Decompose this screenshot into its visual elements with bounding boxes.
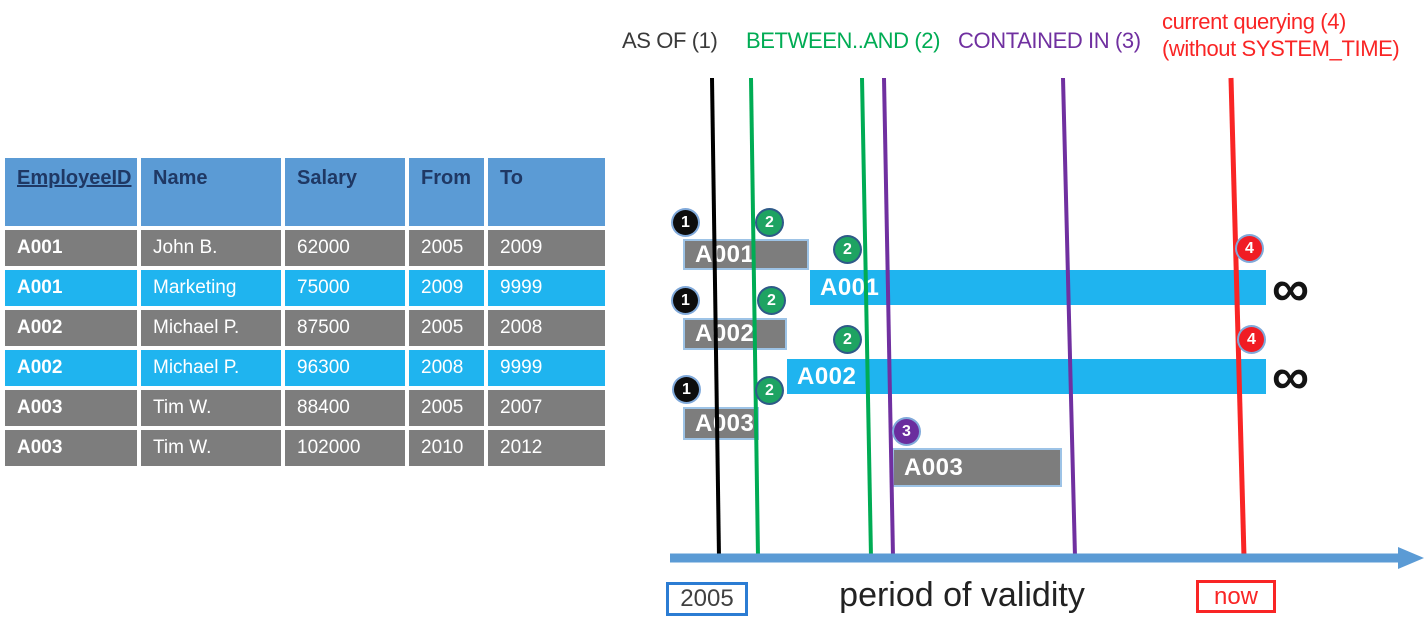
table-cell: 2009	[409, 270, 484, 306]
table-cell: A003	[5, 390, 137, 426]
table-cell: John B.	[141, 230, 281, 266]
table-cell: 2005	[409, 390, 484, 426]
bar-label: A002	[797, 362, 857, 390]
table-cell: Tim W.	[141, 430, 281, 466]
bar-label: A002	[695, 320, 755, 347]
validity-bar-a003-later: A003	[892, 448, 1062, 487]
table-cell: 87500	[285, 310, 405, 346]
table-cell: Marketing	[141, 270, 281, 306]
table-cell: A002	[5, 350, 137, 386]
infinity-icon: ∞	[1272, 260, 1310, 318]
table-cell: 9999	[488, 350, 605, 386]
query-marker-3-badge: 3	[894, 419, 919, 444]
legend-current-line1: current querying (4)	[1162, 9, 1346, 34]
validity-bar-a001-current: A001	[810, 270, 1266, 305]
validity-bar-a002-current: A002	[787, 359, 1266, 394]
table-cell: 62000	[285, 230, 405, 266]
table-cell: 2010	[409, 430, 484, 466]
legend-as-of: AS OF (1)	[622, 28, 718, 53]
legend-current-line2: (without SYSTEM_TIME)	[1162, 36, 1400, 61]
table-cell: A001	[5, 270, 137, 306]
header-cell-to: To	[488, 158, 605, 226]
header-cell-employeeid: EmployeeID	[5, 158, 137, 226]
query-marker-4-badge: 4	[1239, 327, 1264, 352]
table-cell: 102000	[285, 430, 405, 466]
table-cell: A003	[5, 430, 137, 466]
infinity-icon: ∞	[1272, 348, 1310, 406]
table-cell: 2007	[488, 390, 605, 426]
axis-now-box: now	[1196, 580, 1276, 613]
table-cell: 2009	[488, 230, 605, 266]
table-cell: 2005	[409, 310, 484, 346]
table-cell: 9999	[488, 270, 605, 306]
bar-label: A001	[820, 273, 880, 301]
query-marker-2-badge: 2	[835, 237, 860, 262]
legend-current-querying: current querying (4) (without SYSTEM_TIM…	[1162, 8, 1400, 62]
table-cell: 96300	[285, 350, 405, 386]
table-cell: A002	[5, 310, 137, 346]
table-cell: Tim W.	[141, 390, 281, 426]
axis-now-label: now	[1213, 582, 1259, 610]
query-marker-1-badge: 1	[673, 288, 698, 313]
table-cell: 75000	[285, 270, 405, 306]
table-cell: 2005	[409, 230, 484, 266]
query-marker-2-badge: 2	[757, 378, 782, 403]
axis-start-year-label: 2005	[680, 585, 734, 612]
table-cell: 2008	[409, 350, 484, 386]
table-cell: A001	[5, 230, 137, 266]
legend-contained-in: CONTAINED IN (3)	[958, 28, 1141, 53]
bar-label: A003	[904, 453, 964, 481]
time-axis-arrowhead	[1398, 547, 1424, 569]
table-cell: 2008	[488, 310, 605, 346]
bar-label: A003	[695, 409, 755, 437]
query-marker-2-badge: 2	[835, 327, 860, 352]
table-cell: 2012	[488, 430, 605, 466]
employee-table: EmployeeID Name Salary From To A001 John…	[5, 158, 605, 466]
validity-bar-a002-old: A002	[683, 318, 787, 350]
header-cell-name: Name	[141, 158, 281, 226]
table-cell: Michael P.	[141, 310, 281, 346]
current-now-line	[1228, 77, 1247, 558]
axis-start-year-box: 2005	[666, 582, 748, 616]
validity-bar-a003-old: A003	[683, 407, 759, 440]
validity-bar-a001-old: A001	[683, 239, 809, 270]
query-marker-4-badge: 4	[1237, 236, 1262, 261]
query-marker-2-badge: 2	[757, 210, 782, 235]
header-cell-from: From	[409, 158, 484, 226]
axis-title: period of validity	[839, 576, 1085, 614]
query-marker-1-badge: 1	[674, 377, 699, 402]
legend-between-and: BETWEEN..AND (2)	[746, 28, 941, 53]
contained-in-end-line	[1061, 77, 1077, 558]
table-cell: Michael P.	[141, 350, 281, 386]
table-cell: 88400	[285, 390, 405, 426]
header-cell-salary: Salary	[285, 158, 405, 226]
query-marker-1-badge: 1	[673, 210, 698, 235]
between-and-end-line	[860, 77, 873, 558]
bar-label: A001	[695, 240, 755, 268]
query-marker-2-badge: 2	[759, 288, 784, 313]
